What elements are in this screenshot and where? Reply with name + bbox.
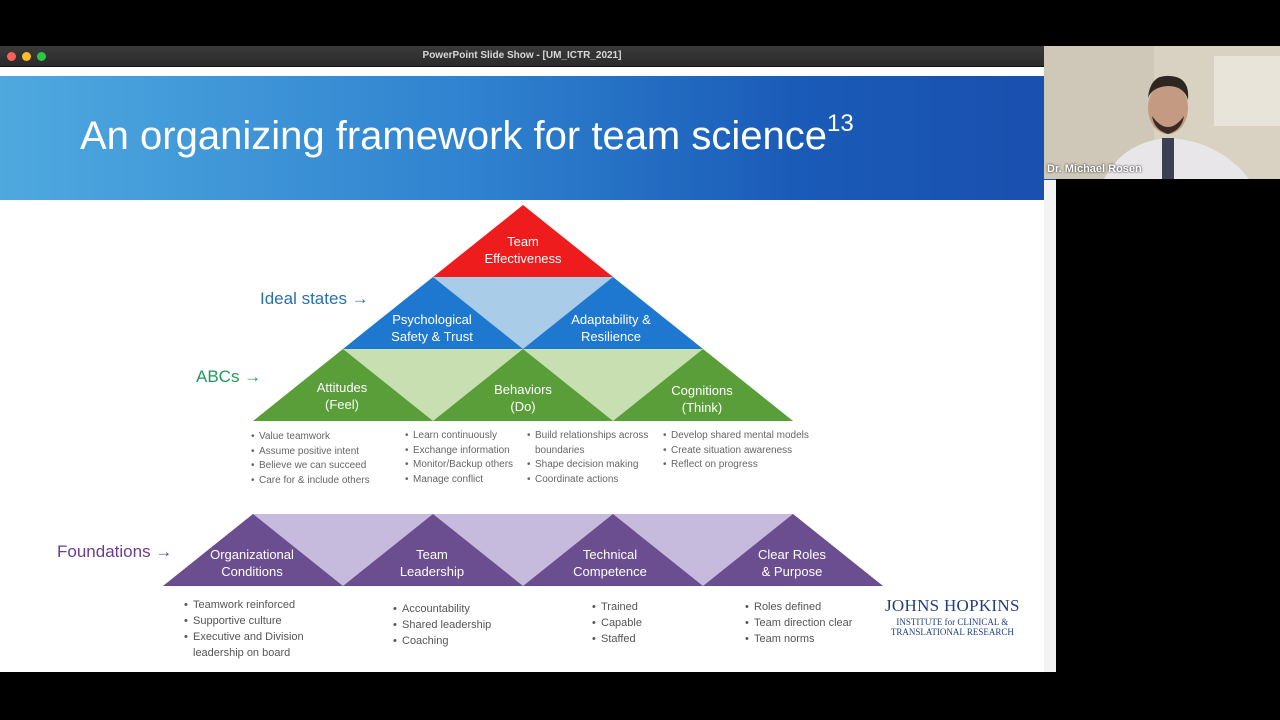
- minimize-window-button[interactable]: [22, 52, 31, 61]
- label-attitudes: Attitudes (Feel): [316, 380, 368, 412]
- bullet-item: Capable: [592, 615, 642, 631]
- foundation-triangle-leadership: [343, 514, 523, 586]
- label-clear-roles: Clear Roles & Purpose: [758, 547, 826, 579]
- bullet-item: Roles defined: [745, 599, 852, 615]
- level-label-ideal-states: Ideal states →: [260, 289, 369, 308]
- bullet-item: Staffed: [592, 631, 642, 647]
- foundations-band: [163, 514, 883, 586]
- level-label-abcs: ABCs →: [196, 367, 262, 386]
- bullet-item: Value teamwork: [251, 430, 370, 445]
- bullet-item: Believe we can succeed: [251, 459, 370, 474]
- participant-name: Dr. Michael Rosen: [1047, 163, 1142, 175]
- foundation-bullets-leadership: Accountability Shared leadership Coachin…: [393, 601, 491, 649]
- label-cognitions: Cognitions (Think): [671, 383, 733, 415]
- bullet-item: Monitor/Backup others: [405, 458, 513, 473]
- foundation-bullets-roles: Roles defined Team direction clear Team …: [745, 599, 852, 647]
- vertical-scrollbar[interactable]: [1044, 180, 1056, 672]
- bullet-item: Build relationships across boundaries: [527, 429, 648, 458]
- foundation-bullets-organizational: Teamwork reinforced Supportive culture E…: [184, 597, 304, 661]
- bullet-item: Shape decision making: [527, 458, 648, 473]
- bullet-item: Shared leadership: [393, 617, 491, 633]
- bullet-item: Team norms: [745, 631, 852, 647]
- bullet-item: Assume positive intent: [251, 445, 370, 460]
- bullet-item: Executive and Division leadership on boa…: [184, 629, 304, 661]
- ideal-triangle-adaptability: [523, 277, 703, 349]
- label-team-effectiveness: Team Effectiveness: [484, 234, 562, 266]
- abc-triangle-behaviors: [433, 349, 613, 421]
- bullet-item: Learn continuously: [405, 429, 513, 444]
- ideal-triangle-safety: [343, 277, 523, 349]
- bullet-item: Supportive culture: [184, 613, 304, 629]
- foundation-triangle-competence: [523, 514, 703, 586]
- abc-bullets-cognitions: Develop shared mental models Create situ…: [663, 429, 809, 473]
- label-team-leadership: Team Leadership: [399, 547, 465, 579]
- abc-bullets-behaviors: Learn continuously Exchange information …: [405, 429, 513, 487]
- label-technical-competence: Technical Competence: [573, 547, 647, 579]
- window-title: PowerPoint Slide Show - [UM_ICTR_2021]: [422, 50, 622, 61]
- bullet-item: Coaching: [393, 633, 491, 649]
- foundation-triangle-roles: [703, 514, 883, 586]
- title-citation: 13: [827, 110, 854, 137]
- participant-video-tile[interactable]: Dr. Michael Rosen: [1044, 46, 1280, 179]
- label-behaviors: Behaviors (Do): [494, 382, 552, 414]
- label-adaptability: Adaptability & Resilience: [571, 312, 651, 344]
- zoom-window-button[interactable]: [37, 52, 46, 61]
- window-titlebar: PowerPoint Slide Show - [UM_ICTR_2021]: [0, 46, 1044, 67]
- bullet-item: Manage conflict: [405, 473, 513, 488]
- ideal-states-layer: [343, 277, 703, 349]
- abc-layer: [253, 349, 793, 421]
- level-label-foundations: Foundations →: [57, 542, 173, 561]
- slide[interactable]: An organizing framework for team science…: [0, 76, 1056, 672]
- slide-title: An organizing framework for team science…: [80, 110, 854, 158]
- foundation-triangle-organizational: [163, 514, 343, 586]
- bullet-item: Reflect on progress: [663, 458, 809, 473]
- participant-video-feed: [1044, 46, 1280, 179]
- bullet-item: Trained: [592, 599, 642, 615]
- logo-subtitle: INSTITUTE for CLINICAL & TRANSLATIONAL R…: [890, 617, 1014, 637]
- bullet-item: Exchange information: [405, 444, 513, 459]
- bullet-item: Coordinate actions: [527, 473, 648, 488]
- johns-hopkins-logo: Johns Hopkins INSTITUTE for CLINICAL & T…: [885, 596, 1020, 637]
- abc-triangle-attitudes: [253, 349, 433, 421]
- abc-bullets-attitudes: Value teamwork Assume positive intent Be…: [251, 430, 370, 488]
- bullet-item: Develop shared mental models: [663, 429, 809, 444]
- bullet-item: Accountability: [393, 601, 491, 617]
- label-psychological-safety: Psychological Safety & Trust: [391, 312, 473, 344]
- abc-triangle-cognitions: [613, 349, 793, 421]
- label-organizational-conditions: Organizational Conditions: [210, 547, 294, 579]
- slide-title-banner: An organizing framework for team science…: [0, 76, 1056, 200]
- bullet-item: Team direction clear: [745, 615, 852, 631]
- logo-name: Johns Hopkins: [885, 596, 1020, 615]
- foundation-bullets-competence: Trained Capable Staffed: [592, 599, 642, 647]
- bullet-item: Create situation awareness: [663, 444, 809, 459]
- abc-bullets-cognitions-relationships: Build relationships across boundaries Sh…: [527, 429, 648, 487]
- close-window-button[interactable]: [7, 52, 16, 61]
- framework-pyramid: [163, 205, 883, 586]
- bullet-item: Care for & include others: [251, 474, 370, 489]
- top-triangle-team-effectiveness: [433, 205, 613, 277]
- foundations-layer: [163, 514, 883, 586]
- bullet-item: Teamwork reinforced: [184, 597, 304, 613]
